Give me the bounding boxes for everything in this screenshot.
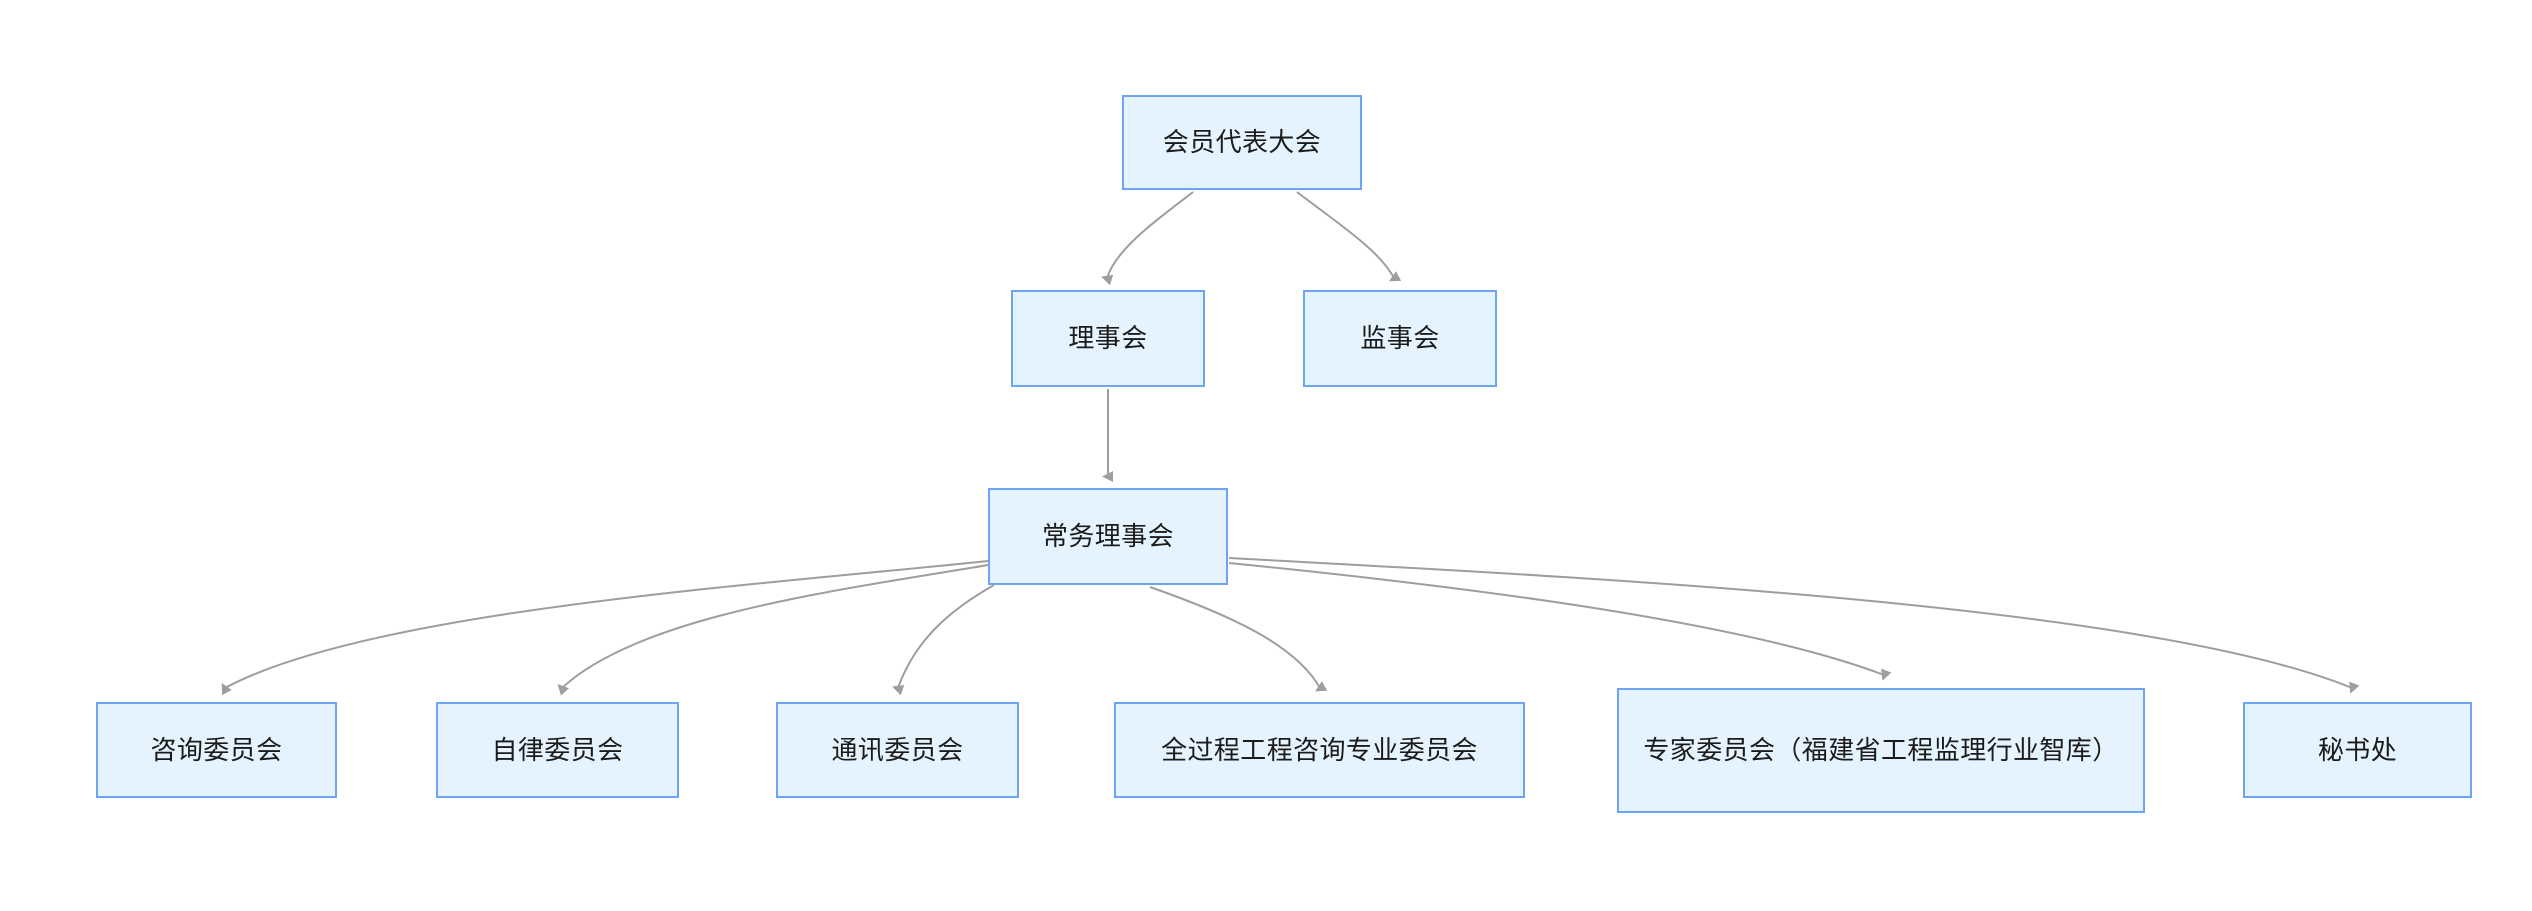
- node-label-expert-committee: 专家委员会（福建省工程监理行业智库）: [1643, 735, 2119, 766]
- node-secretariat[interactable]: 秘书处: [2243, 702, 2472, 798]
- node-label-advisory-committee: 咨询委员会: [150, 734, 283, 765]
- node-member-congress[interactable]: 会员代表大会: [1122, 95, 1362, 190]
- node-council[interactable]: 理事会: [1011, 290, 1205, 387]
- connector-standing-council-to-expert-committee: [1228, 562, 1892, 681]
- node-label-standing-council: 常务理事会: [1041, 521, 1174, 552]
- node-whole-process-consulting-committee[interactable]: 全过程工程咨询专业委员会: [1114, 702, 1525, 798]
- node-label-member-congress: 会员代表大会: [1162, 127, 1322, 158]
- node-expert-committee[interactable]: 专家委员会（福建省工程监理行业智库）: [1617, 688, 2145, 813]
- node-label-communications-committee: 通讯委员会: [831, 734, 964, 765]
- node-label-board-of-supervisors: 监事会: [1360, 323, 1440, 354]
- node-label-whole-process-consulting-committee: 全过程工程咨询专业委员会: [1161, 734, 1478, 765]
- node-communications-committee[interactable]: 通讯委员会: [776, 702, 1019, 798]
- node-board-of-supervisors[interactable]: 监事会: [1303, 290, 1497, 387]
- node-self-discipline-committee[interactable]: 自律委员会: [436, 702, 679, 798]
- node-advisory-committee[interactable]: 咨询委员会: [96, 702, 337, 798]
- node-label-secretariat: 秘书处: [2317, 734, 2398, 765]
- edges: [221, 191, 2360, 696]
- connector-standing-council-to-advisory-committee: [221, 560, 989, 696]
- connector-standing-council-to-self-discipline-committee: [557, 564, 989, 696]
- connector-member-congress-to-board-of-supervisors: [1296, 191, 1402, 282]
- node-standing-council[interactable]: 常务理事会: [988, 488, 1228, 585]
- node-label-council: 理事会: [1068, 323, 1148, 354]
- node-label-self-discipline-committee: 自律委员会: [491, 734, 624, 765]
- connector-standing-council-to-secretariat: [1228, 557, 2360, 694]
- connector-standing-council-to-communications-committee: [892, 584, 995, 696]
- connector-standing-council-to-whole-process-consulting-committee: [1149, 586, 1328, 692]
- connector-member-congress-to-council: [1101, 191, 1194, 286]
